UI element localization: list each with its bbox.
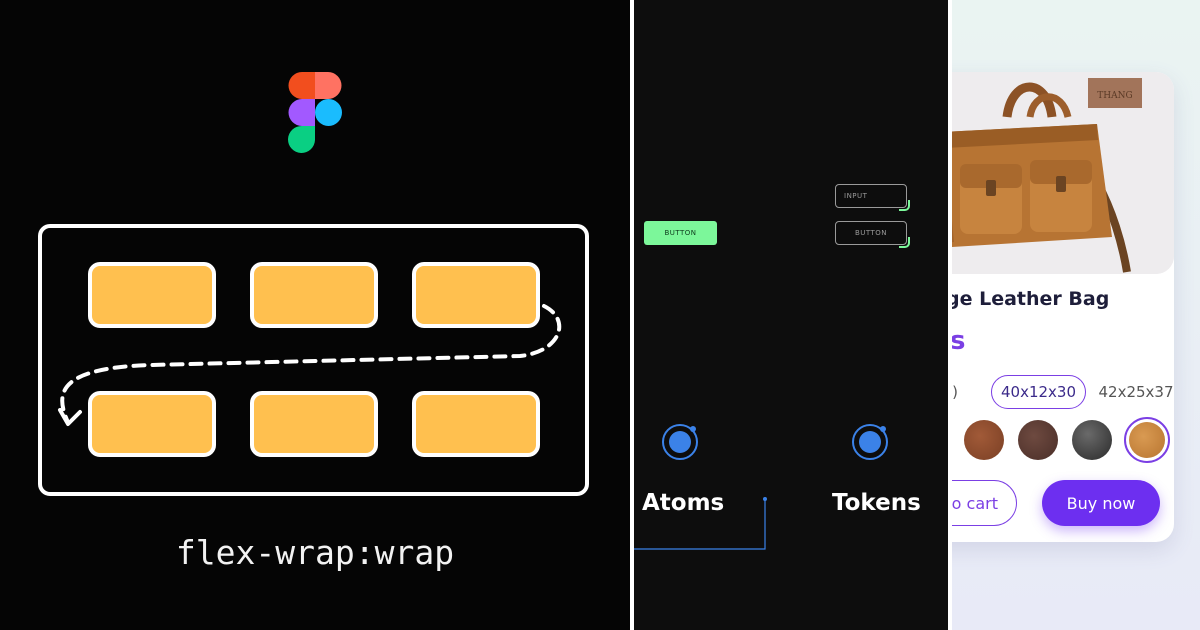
flex-wrap-code-label: flex-wrap:wrap: [175, 533, 455, 572]
flex-item-6: [412, 391, 540, 457]
size-option-40x12x30[interactable]: 40x12x30: [991, 375, 1086, 409]
figma-logo-icon: [288, 72, 342, 153]
tokens-label: Tokens: [832, 490, 921, 516]
leather-bag-image: THANG: [952, 72, 1174, 274]
primary-button-sample[interactable]: BUTTON: [644, 221, 717, 245]
tan-swatch-fill: [1129, 422, 1165, 458]
connector-line: [634, 497, 767, 550]
flex-wrap-panel: flex-wrap:wrap: [0, 0, 630, 630]
buy-now-button[interactable]: Buy now: [1042, 480, 1160, 526]
corner-accent-icon: [899, 200, 910, 211]
corner-accent-icon: [899, 237, 910, 248]
product-image: THANG: [952, 72, 1174, 274]
flex-item-1: [88, 262, 216, 328]
color-swatch-brown[interactable]: [964, 420, 1004, 460]
product-title: ge Leather Bag: [952, 288, 1110, 310]
flex-item-4: [88, 391, 216, 457]
size-options: ) 40x12x30 42x25x37: [952, 375, 1174, 411]
divider: [630, 0, 634, 630]
add-to-cart-button[interactable]: to cart: [952, 480, 1017, 526]
input-sample[interactable]: INPUT: [835, 184, 910, 211]
product-card-panel: THANG ge Leather Bag s ) 40x12x30 42x25x…: [952, 0, 1200, 630]
input-sample-label: INPUT: [844, 192, 868, 200]
color-swatch-dark-brown[interactable]: [1018, 420, 1058, 460]
flex-item-2: [250, 262, 378, 328]
flex-container-frame: [38, 224, 589, 496]
flex-item-3: [412, 262, 540, 328]
atoms-label: Atoms: [642, 490, 725, 516]
color-swatch-tan-selected[interactable]: [1124, 417, 1170, 463]
size-option-1[interactable]: ): [952, 383, 958, 401]
product-price: s: [952, 326, 966, 356]
brand-tag: THANG: [1097, 91, 1132, 101]
atom-icon: [662, 424, 698, 460]
divider: [948, 0, 952, 630]
size-option-42x25x37[interactable]: 42x25x37: [1098, 383, 1174, 401]
atoms-tokens-panel: BUTTON INPUT BUTTON Atoms Tokens: [634, 0, 948, 630]
token-icon: [852, 424, 888, 460]
outline-button-sample-label: BUTTON: [854, 229, 888, 237]
product-card: THANG ge Leather Bag s ) 40x12x30 42x25x…: [952, 72, 1174, 542]
color-swatch-charcoal[interactable]: [1072, 420, 1112, 460]
outline-button-sample[interactable]: BUTTON: [835, 221, 910, 248]
flex-item-5: [250, 391, 378, 457]
